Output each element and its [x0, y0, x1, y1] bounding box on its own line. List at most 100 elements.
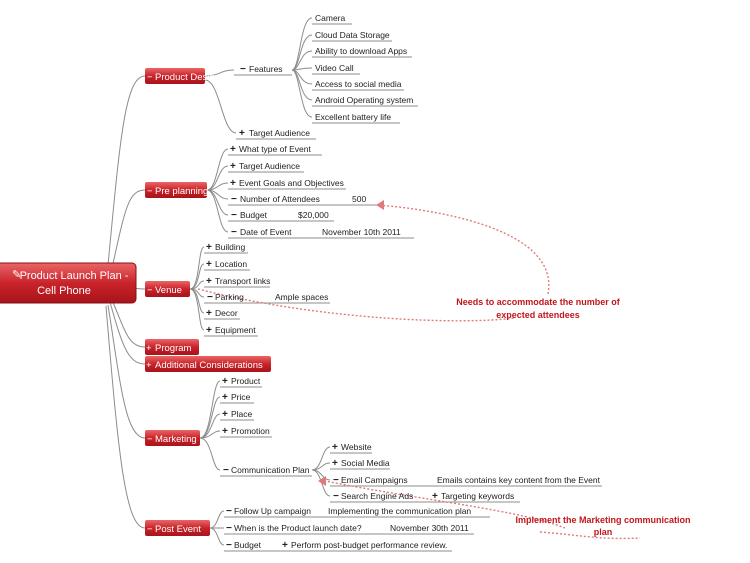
node-launch-date[interactable]: − When is the Product launch date? Novem… — [226, 523, 469, 534]
follow-up-value: Implementing the communication plan — [328, 506, 471, 516]
branch-venue[interactable]: − Venue — [145, 281, 190, 297]
node-building[interactable]: + Building — [206, 242, 246, 253]
collapse-toggle-icon[interactable]: − — [231, 227, 237, 238]
root-title-line2: Cell Phone — [37, 285, 91, 297]
feature-item[interactable]: Ability to download Apps — [315, 46, 407, 56]
node-email-campaigns[interactable]: − Email Campaigns Emails contains key co… — [333, 475, 601, 486]
expand-toggle-icon[interactable]: + — [332, 442, 338, 453]
expand-toggle-icon[interactable]: + — [146, 343, 152, 354]
collapse-toggle-icon[interactable]: − — [223, 465, 229, 476]
collapse-toggle-icon[interactable]: − — [231, 194, 237, 205]
node-website[interactable]: + Website — [332, 442, 372, 453]
collapse-toggle-icon[interactable]: − — [226, 506, 232, 517]
expand-toggle-icon[interactable]: + — [206, 308, 212, 319]
collapse-toggle-icon[interactable]: − — [207, 292, 213, 303]
svg-text:Parking: Parking — [215, 292, 244, 302]
collapse-toggle-icon[interactable]: − — [147, 524, 153, 535]
collapse-toggle-icon[interactable]: − — [226, 523, 232, 534]
node-location[interactable]: + Location — [206, 259, 247, 270]
attendees-value: 500 — [352, 194, 366, 204]
node-follow-up-campaign[interactable]: − Follow Up campaign Implementing the co… — [226, 506, 471, 517]
node-communication-plan[interactable]: − Communication Plan — [223, 465, 310, 476]
expand-toggle-icon[interactable]: + — [282, 540, 288, 551]
expand-toggle-icon[interactable]: + — [230, 178, 236, 189]
callout-marketing[interactable]: Implement the Marketing communication pl… — [515, 515, 690, 537]
relationship-lines — [197, 200, 641, 540]
pencil-icon: ✎ — [12, 269, 21, 281]
email-value: Emails contains key content from the Eve… — [437, 475, 601, 485]
expand-toggle-icon[interactable]: + — [222, 409, 228, 420]
feature-item[interactable]: Video Call — [315, 63, 354, 73]
node-parking[interactable]: − Parking Ample spaces — [207, 292, 328, 303]
svg-text:Target Audience: Target Audience — [249, 128, 310, 138]
collapse-toggle-icon[interactable]: − — [147, 186, 153, 197]
branch-program[interactable]: + Program — [145, 339, 199, 355]
feature-item[interactable]: Camera — [315, 13, 346, 23]
expand-toggle-icon[interactable]: + — [230, 161, 236, 172]
node-equipment[interactable]: + Equipment — [206, 325, 256, 336]
feature-item[interactable]: Android Operating system — [315, 95, 413, 105]
svg-text:Number of Attendees: Number of Attendees — [240, 194, 320, 204]
node-budget-preplanning[interactable]: − Budget $20,000 — [231, 210, 329, 221]
svg-text:Features: Features — [249, 64, 283, 74]
node-transport-links[interactable]: + Transport links — [206, 276, 270, 287]
callout-line1: Implement the Marketing communication — [515, 515, 690, 525]
expand-toggle-icon[interactable]: + — [206, 325, 212, 336]
collapse-toggle-icon[interactable]: − — [231, 210, 237, 221]
svg-text:Promotion: Promotion — [231, 426, 270, 436]
feature-item[interactable]: Access to social media — [315, 79, 402, 89]
node-social-media[interactable]: + Social Media — [332, 458, 390, 469]
collapse-toggle-icon[interactable]: − — [333, 491, 339, 502]
branch-marketing[interactable]: − Marketing — [145, 430, 200, 446]
expand-toggle-icon[interactable]: + — [222, 392, 228, 403]
branch-connectors — [189, 17, 331, 546]
svg-text:Decor: Decor — [215, 308, 238, 318]
expand-toggle-icon[interactable]: + — [146, 360, 152, 371]
node-event-goals[interactable]: + Event Goals and Objectives — [230, 178, 344, 189]
node-underlines — [204, 23, 602, 552]
node-number-of-attendees[interactable]: − Number of Attendees 500 — [231, 194, 366, 205]
branch-product-design[interactable]: − Product Design — [145, 68, 220, 84]
feature-item[interactable]: Excellent battery life — [315, 112, 391, 122]
node-place[interactable]: + Place — [222, 409, 253, 420]
node-what-type-of-event[interactable]: + What type of Event — [230, 144, 311, 155]
node-features[interactable]: − Features — [240, 64, 283, 75]
expand-toggle-icon[interactable]: + — [239, 128, 245, 139]
node-budget-post-event[interactable]: − Budget + Perform post-budget performan… — [226, 540, 447, 551]
collapse-toggle-icon[interactable]: − — [240, 64, 246, 75]
root-node[interactable]: ✎ Product Launch Plan - Cell Phone — [0, 262, 137, 304]
branch-label: Post Event — [155, 524, 201, 535]
branch-post-event[interactable]: − Post Event — [145, 520, 210, 536]
node-price[interactable]: + Price — [222, 392, 251, 403]
collapse-toggle-icon[interactable]: − — [333, 475, 339, 486]
node-target-audience-preplanning[interactable]: + Target Audience — [230, 161, 300, 172]
expand-toggle-icon[interactable]: + — [230, 144, 236, 155]
collapse-toggle-icon[interactable]: − — [147, 285, 153, 296]
branch-additional-considerations[interactable]: + Additional Considerations — [145, 356, 271, 372]
node-decor[interactable]: + Decor — [206, 308, 238, 319]
branch-label: Program — [155, 343, 192, 354]
expand-toggle-icon[interactable]: + — [222, 426, 228, 437]
collapse-toggle-icon[interactable]: − — [147, 72, 153, 83]
svg-text:Budget: Budget — [240, 210, 268, 220]
node-promotion[interactable]: + Promotion — [222, 426, 270, 437]
expand-toggle-icon[interactable]: + — [222, 376, 228, 387]
branch-label: Marketing — [155, 434, 197, 445]
node-product[interactable]: + Product — [222, 376, 261, 387]
expand-toggle-icon[interactable]: + — [206, 242, 212, 253]
root-title-line1: Product Launch Plan - — [20, 270, 129, 282]
expand-toggle-icon[interactable]: + — [206, 276, 212, 287]
callout-attendees[interactable]: Needs to accommodate the number of expec… — [456, 297, 621, 320]
expand-toggle-icon[interactable]: + — [432, 491, 438, 502]
branch-pre-planning[interactable]: − Pre planning — [145, 182, 208, 198]
node-search-engine-ads[interactable]: − Search Engine Ads + Targeting keywords — [333, 491, 514, 502]
node-date-of-event[interactable]: − Date of Event November 10th 2011 — [231, 227, 401, 238]
launch-date-value: November 30th 2011 — [390, 523, 469, 533]
expand-toggle-icon[interactable]: + — [332, 458, 338, 469]
collapse-toggle-icon[interactable]: − — [226, 540, 232, 551]
svg-text:Social Media: Social Media — [341, 458, 390, 468]
expand-toggle-icon[interactable]: + — [206, 259, 212, 270]
node-target-audience-product[interactable]: + Target Audience — [239, 128, 310, 139]
collapse-toggle-icon[interactable]: − — [147, 434, 153, 445]
feature-item[interactable]: Cloud Data Storage — [315, 30, 390, 40]
